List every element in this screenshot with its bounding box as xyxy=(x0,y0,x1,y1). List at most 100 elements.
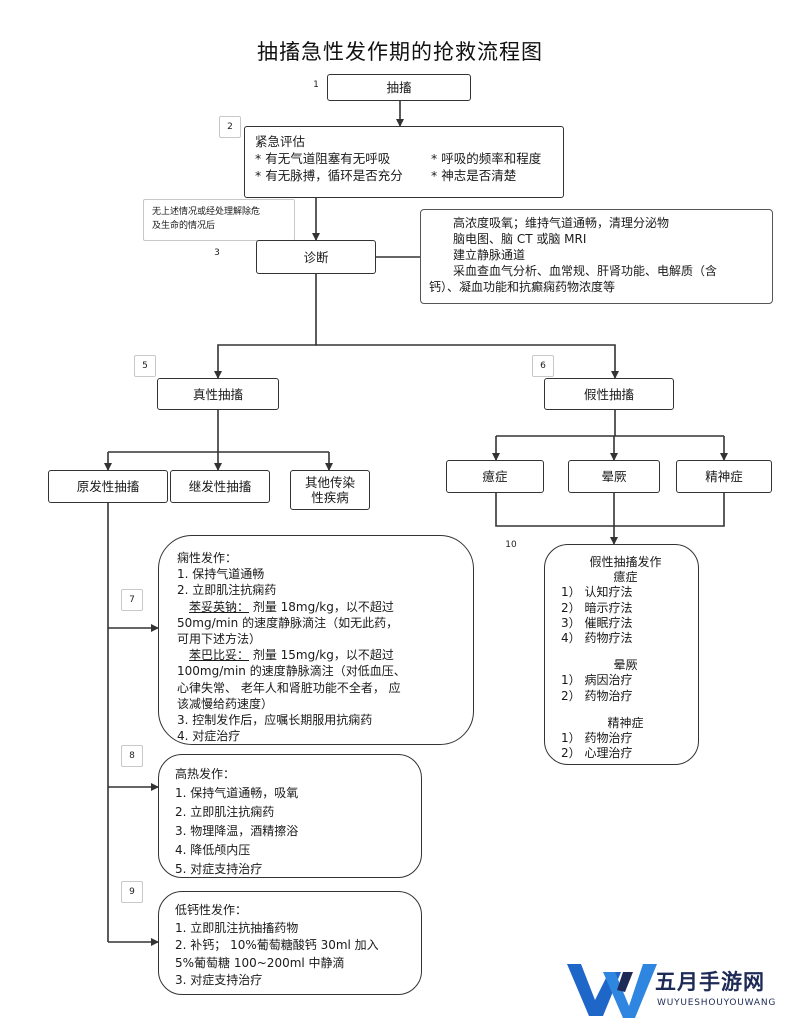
fever-heading: 高热发作： xyxy=(175,767,236,781)
false-hysteria-item-3: 3） 催眠疗法 xyxy=(561,615,633,630)
diagnosis-detail-1: 高浓度吸氧；维持气道通畅，清理分泌物 xyxy=(453,216,670,230)
edge-false-merge xyxy=(495,493,725,527)
phenobarbital-label: 苯巴比妥： xyxy=(189,648,250,663)
hypocalcemia-line-3: 5%葡萄糖 100~200ml 中静滴 xyxy=(175,955,345,970)
phenytoin-dose: 剂量 18mg/kg，以不超过 xyxy=(249,599,394,614)
node-false-seizure: 假性抽搐 xyxy=(544,378,674,410)
watermark-logo: 五月手游网 WUYUESHOUYOUWANG xyxy=(563,958,800,1028)
step-number-7: 7 xyxy=(121,589,143,611)
node-true-seizure-label: 真性抽搐 xyxy=(192,386,243,402)
epilepsy-line-6: 苯巴比妥： 剂量 15mg/kg，以不超过 xyxy=(177,647,461,663)
assessment-item-1: * 有无气道阻塞有无呼吸 xyxy=(255,151,391,166)
hypocalcemia-line-2: 2. 补钙； 10%葡萄糖酸钙 30ml 加入 xyxy=(175,938,379,953)
epilepsy-line-11: 4. 对症治疗 xyxy=(177,729,241,744)
epilepsy-line-5: 可用下述方法） xyxy=(177,632,262,647)
diagnosis-detail-2: 脑电图、脑 CT 或脑 MRI xyxy=(453,232,587,246)
false-treatment-heading: 假性抽搐发作 xyxy=(589,555,662,569)
node-hysteria-label: 癔症 xyxy=(482,469,508,484)
diagnosis-detail-4: 采血查血气分析、血常规、肝肾功能、电解质（含 xyxy=(453,264,718,278)
assessment-item-3: * 有无脉搏，循环是否充分 xyxy=(255,168,403,183)
stable-note-line-1: 无上述情况或经处理解除危 xyxy=(152,207,261,217)
node-diagnosis: 诊断 xyxy=(256,240,376,274)
false-hysteria-item-1: 1） 认知疗法 xyxy=(561,585,633,600)
edge-diagnosis-split xyxy=(214,274,317,379)
step-number-5: 5 xyxy=(134,355,156,377)
false-hysteria-item-2: 2） 暗示疗法 xyxy=(561,600,633,615)
node-psychosis-label: 精神症 xyxy=(705,469,743,484)
fever-item-2: 2. 立即肌注抗痫药 xyxy=(175,805,275,819)
diagnosis-detail-box: 高浓度吸氧；维持气道通畅，清理分泌物 脑电图、脑 CT 或脑 MRI 建立静脉通… xyxy=(420,209,773,304)
stable-note: 无上述情况或经处理解除危 及生命的情况后 xyxy=(143,199,295,241)
fever-item-3: 3. 物理降温，酒精擦浴 xyxy=(175,824,299,838)
step-number-8: 8 xyxy=(121,745,143,767)
spacer xyxy=(561,704,690,716)
assessment-item-4: * 神志是否清楚 xyxy=(431,168,517,183)
diagnosis-detail-3: 建立静脉通道 xyxy=(453,248,526,262)
false-treatment-box: 假性抽搐发作 癔症 1） 认知疗法 2） 暗示疗法 3） 催眠疗法 4） 药物疗… xyxy=(544,544,699,765)
false-psychosis-item-2: 2） 心理治疗 xyxy=(561,746,633,761)
false-syncope-item-2: 2） 药物治疗 xyxy=(561,688,633,703)
step-number-1: 1 xyxy=(305,74,327,96)
node-false-seizure-label: 假性抽搐 xyxy=(583,386,634,402)
fever-item-4: 4. 降低颅内压 xyxy=(175,843,251,857)
stable-note-line-2: 及生命的情况后 xyxy=(152,221,216,231)
epilepsy-line-4: 50mg/min 的速度静脉滴注（如无此药， xyxy=(177,615,399,630)
step-number-6: 6 xyxy=(532,355,554,377)
node-infectious-line-2: 性疾病 xyxy=(311,490,349,505)
phenobarbital-dose: 剂量 15mg/kg，以不超过 xyxy=(249,648,394,663)
diagnosis-detail-5: 钙）、凝血功能和抗癫痫药物浓度等 xyxy=(429,280,616,294)
assessment-row-1: * 有无气道阻塞有无呼吸 * 呼吸的频率和程度 xyxy=(255,150,553,167)
node-true-seizure: 真性抽搐 xyxy=(157,378,279,410)
hypocalcemia-box: 低钙性发作： 1. 立即肌注抗抽搐药物 2. 补钙； 10%葡萄糖酸钙 30ml… xyxy=(158,891,422,995)
step-number-9: 9 xyxy=(121,881,143,903)
node-diagnosis-label: 诊断 xyxy=(303,249,329,265)
node-secondary-seizure: 继发性抽搐 xyxy=(170,470,270,503)
hypocalcemia-line-1: 1. 立即肌注抗抽搐药物 xyxy=(175,920,299,935)
fever-item-5: 5. 对症支持治疗 xyxy=(175,862,263,876)
node-hysteria: 癔症 xyxy=(446,460,544,493)
epilepsy-line-1: 1. 保持气道通畅 xyxy=(177,567,265,582)
epilepsy-line-9: 该减慢给药速度） xyxy=(177,696,274,711)
hypocalcemia-heading: 低钙性发作： xyxy=(175,903,248,917)
fever-box: 高热发作： 1. 保持气道通畅，吸氧 2. 立即肌注抗痫药 3. 物理降温，酒精… xyxy=(158,754,422,878)
step-number-10-left: 10 xyxy=(496,534,526,556)
node-secondary-label: 继发性抽搐 xyxy=(188,479,252,494)
watermark-name: 五月手游网 xyxy=(655,970,765,994)
epilepsy-heading: 痫性发作： xyxy=(177,551,238,565)
false-syncope-item-1: 1） 病因治疗 xyxy=(561,673,633,688)
node-psychosis: 精神症 xyxy=(676,460,772,493)
step-number-2: 2 xyxy=(219,116,241,138)
assessment-heading: 紧急评估 xyxy=(255,134,306,149)
fever-item-1: 1. 保持气道通畅，吸氧 xyxy=(175,786,299,800)
assessment-row-2: * 有无脉搏，循环是否充分 * 神志是否清楚 xyxy=(255,167,553,184)
epilepsy-line-3: 苯妥英钠： 剂量 18mg/kg，以不超过 xyxy=(177,599,461,615)
edge-split-false xyxy=(316,344,619,379)
step-number-3: 3 xyxy=(204,242,230,264)
node-primary-label: 原发性抽搐 xyxy=(76,479,140,494)
watermark-w-icon xyxy=(567,964,657,1018)
false-syncope-title: 晕厥 xyxy=(613,658,638,673)
node-syncope: 晕厥 xyxy=(568,460,660,493)
assessment-item-2: * 呼吸的频率和程度 xyxy=(431,151,542,166)
false-psychosis-item-1: 1） 药物治疗 xyxy=(561,731,633,746)
false-psychosis-title: 精神症 xyxy=(607,715,644,730)
node-seizure: 抽搐 xyxy=(327,74,471,101)
spacer xyxy=(561,646,690,658)
node-assessment: 紧急评估 * 有无气道阻塞有无呼吸 * 呼吸的频率和程度 * 有无脉搏，循环是否… xyxy=(244,126,564,198)
hypocalcemia-line-4: 3. 对症支持治疗 xyxy=(175,973,263,988)
false-hysteria-item-4: 4） 药物疗法 xyxy=(561,631,633,646)
node-seizure-label: 抽搐 xyxy=(386,80,412,95)
node-infectious-disease: 其他传染 性疾病 xyxy=(290,470,370,510)
epilepsy-line-8: 心律失常、 老年人和肾脏功能不全者， 应 xyxy=(177,680,401,695)
node-syncope-label: 晕厥 xyxy=(601,469,627,484)
phenytoin-label: 苯妥英钠： xyxy=(189,599,250,614)
false-hysteria-title: 癔症 xyxy=(613,570,638,585)
epilepsy-line-10: 3. 控制发作后，应嘱长期服用抗痫药 xyxy=(177,713,373,728)
node-infectious-line-1: 其他传染 xyxy=(304,475,355,490)
page-title: 抽搐急性发作期的抢救流程图 xyxy=(257,40,543,64)
node-primary-seizure: 原发性抽搐 xyxy=(48,470,168,503)
epilepsy-line-7: 100mg/min 的速度静脉滴注（对低血压、 xyxy=(177,664,406,679)
epilepsy-line-2: 2. 立即肌注抗痫药 xyxy=(177,583,277,598)
epilepsy-box: 痫性发作： 1. 保持气道通畅 2. 立即肌注抗痫药 苯妥英钠： 剂量 18mg… xyxy=(158,535,474,745)
